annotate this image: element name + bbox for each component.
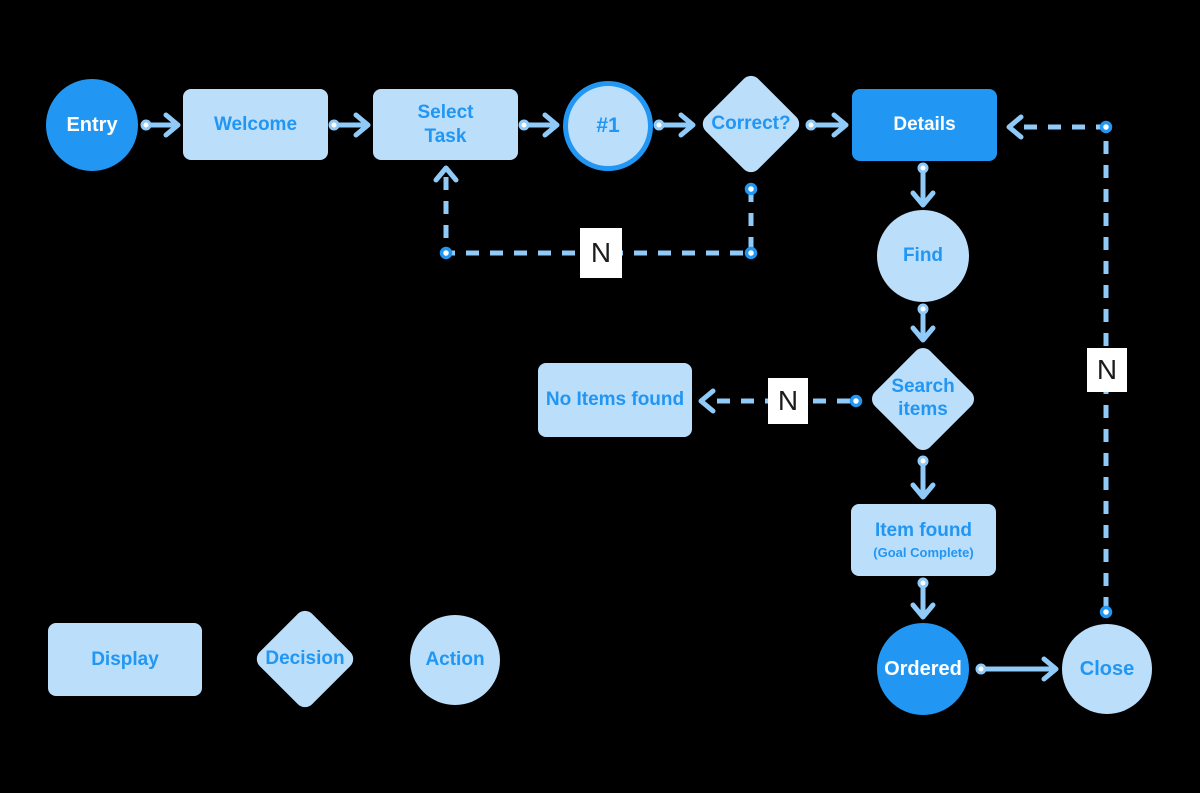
dot-welcome-out xyxy=(328,119,340,131)
legend-display: Display xyxy=(48,623,202,696)
search-items-diamond-label: Search items xyxy=(891,376,955,420)
dot-select-task-out xyxy=(518,119,530,131)
node-ordered: Ordered xyxy=(877,623,969,715)
arrow-ordered-close xyxy=(978,656,1059,682)
legend-decision-label: Decision xyxy=(265,647,345,669)
node-entry: Entry xyxy=(46,79,138,171)
node-details: Details xyxy=(852,89,997,161)
dot-select-loop-corner xyxy=(439,246,453,260)
node-select-task: Select Task xyxy=(373,89,518,160)
node-no-items-found: No Items found xyxy=(538,363,692,437)
edge-label-not-found-n: N xyxy=(768,378,808,424)
node-correct: Correct? xyxy=(698,71,804,177)
item-found-label: Item found xyxy=(874,520,973,541)
item-found-sublabel: (Goal Complete) xyxy=(873,544,974,560)
dot-find-out xyxy=(917,303,929,315)
edge-label-close-loop-n: N xyxy=(1087,348,1127,392)
node-item-found: Item found (Goal Complete) xyxy=(851,504,996,576)
dashed-arrowhead-left-details xyxy=(1006,114,1024,140)
dot-entry-out xyxy=(140,119,152,131)
dot-correct-loop-corner xyxy=(744,246,758,260)
arrow-details-find xyxy=(910,165,936,208)
node-search-items: Search items xyxy=(867,343,979,455)
edge-label-retry-n: N xyxy=(580,228,622,278)
dashed-arrowhead-up-select-task xyxy=(433,165,459,183)
dashed-arrowhead-left-no-items xyxy=(698,388,716,414)
legend-decision: Decision xyxy=(252,606,358,712)
dot-search-loop-start xyxy=(849,394,863,408)
dot-close-loop-corner xyxy=(1099,120,1113,134)
node-close: Close xyxy=(1062,624,1152,714)
legend-action: Action xyxy=(410,615,500,705)
dot-item-found-out xyxy=(917,577,929,589)
dot-ordered-out xyxy=(975,663,987,675)
dot-step1-out xyxy=(653,119,665,131)
dot-close-loop-start xyxy=(1099,605,1113,619)
node-step1: #1 xyxy=(563,81,653,171)
dot-correct-loop-start xyxy=(744,182,758,196)
dot-correct-out xyxy=(805,119,817,131)
dot-search-items-out xyxy=(917,455,929,467)
node-welcome: Welcome xyxy=(183,89,328,160)
correct-diamond-label: Correct? xyxy=(711,112,791,134)
dot-details-out xyxy=(917,162,929,174)
node-find: Find xyxy=(877,210,969,302)
